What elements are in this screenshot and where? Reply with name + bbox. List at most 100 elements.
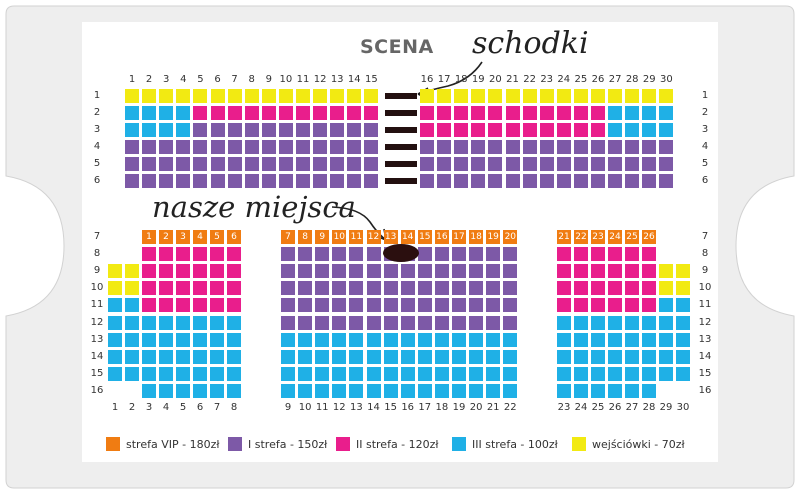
seat-row-11[interactable]	[452, 298, 466, 313]
seat-row-15[interactable]	[659, 366, 673, 381]
seat-row-9[interactable]	[417, 264, 432, 279]
seat-row-8[interactable]	[642, 247, 656, 262]
vip-seat[interactable]: 5	[210, 230, 224, 244]
seat-row-8[interactable]	[503, 247, 518, 262]
seat-row-15[interactable]	[400, 366, 415, 381]
seat-row-10[interactable]	[349, 281, 364, 296]
seat-row-14[interactable]	[434, 349, 449, 364]
seat-row-6[interactable]	[539, 174, 554, 188]
seat-row-2[interactable]	[556, 106, 571, 120]
seat-row-5[interactable]	[278, 157, 293, 171]
seat-row-15[interactable]	[469, 366, 484, 381]
seat-row-1[interactable]	[505, 89, 520, 103]
seat-row-5[interactable]	[437, 157, 452, 171]
seat-row-4[interactable]	[625, 140, 640, 154]
seat-row-6[interactable]	[261, 174, 276, 188]
seat-row-4[interactable]	[176, 140, 191, 154]
seat-row-6[interactable]	[625, 174, 640, 188]
seat-row-12[interactable]	[486, 315, 501, 330]
seat-row-13[interactable]	[125, 332, 139, 347]
seat-row-2[interactable]	[539, 106, 554, 120]
seat-row-15[interactable]	[315, 366, 330, 381]
seat-row-10[interactable]	[193, 281, 207, 296]
seat-row-2[interactable]	[454, 106, 469, 120]
seat-row-13[interactable]	[142, 332, 156, 347]
seat-row-12[interactable]	[349, 315, 364, 330]
seat-row-1[interactable]	[125, 89, 139, 103]
seat-row-13[interactable]	[503, 332, 518, 347]
seat-row-3[interactable]	[364, 123, 379, 137]
seat-row-14[interactable]	[676, 349, 690, 364]
seat-row-2[interactable]	[471, 106, 486, 120]
seat-row-3[interactable]	[556, 123, 571, 137]
seat-row-2[interactable]	[347, 106, 362, 120]
seat-row-13[interactable]	[176, 332, 190, 347]
seat-row-15[interactable]	[642, 366, 656, 381]
seat-row-4[interactable]	[437, 140, 452, 154]
seat-row-2[interactable]	[330, 106, 345, 120]
seat-row-1[interactable]	[227, 89, 242, 103]
seat-row-12[interactable]	[315, 315, 330, 330]
seat-row-5[interactable]	[296, 157, 310, 171]
vip-seat[interactable]: 16	[434, 230, 449, 244]
seat-row-14[interactable]	[176, 349, 190, 364]
seat-row-10[interactable]	[574, 281, 588, 296]
seat-row-5[interactable]	[488, 157, 503, 171]
seat-row-14[interactable]	[142, 349, 156, 364]
seat-row-16[interactable]	[227, 383, 241, 398]
seat-row-1[interactable]	[573, 89, 588, 103]
seat-row-16[interactable]	[366, 383, 381, 398]
seat-row-3[interactable]	[176, 123, 191, 137]
seat-row-12[interactable]	[176, 315, 190, 330]
seat-row-3[interactable]	[437, 123, 452, 137]
seat-row-11[interactable]	[315, 298, 330, 313]
seat-row-2[interactable]	[142, 106, 157, 120]
seat-row-5[interactable]	[347, 157, 362, 171]
seat-row-6[interactable]	[556, 174, 571, 188]
seat-row-1[interactable]	[261, 89, 276, 103]
seat-row-11[interactable]	[434, 298, 449, 313]
seat-row-1[interactable]	[159, 89, 174, 103]
seat-row-12[interactable]	[366, 315, 381, 330]
seat-row-1[interactable]	[313, 89, 328, 103]
seat-row-10[interactable]	[366, 281, 381, 296]
seat-row-6[interactable]	[591, 174, 605, 188]
vip-seat[interactable]: 2	[159, 230, 173, 244]
seat-row-15[interactable]	[676, 366, 690, 381]
seat-row-15[interactable]	[332, 366, 347, 381]
seat-row-10[interactable]	[298, 281, 313, 296]
seat-row-16[interactable]	[400, 383, 415, 398]
vip-seat[interactable]: 20	[503, 230, 518, 244]
seat-row-8[interactable]	[193, 247, 207, 262]
seat-row-9[interactable]	[159, 264, 173, 279]
seat-row-6[interactable]	[193, 174, 208, 188]
seat-row-11[interactable]	[557, 298, 571, 313]
seat-row-3[interactable]	[227, 123, 242, 137]
seat-row-9[interactable]	[349, 264, 364, 279]
vip-seat[interactable]: 13	[383, 230, 398, 244]
seat-row-12[interactable]	[298, 315, 313, 330]
seat-row-8[interactable]	[176, 247, 190, 262]
seat-row-9[interactable]	[574, 264, 588, 279]
seat-row-2[interactable]	[313, 106, 328, 120]
seat-row-15[interactable]	[625, 366, 639, 381]
seat-row-11[interactable]	[659, 298, 673, 313]
seat-row-12[interactable]	[591, 315, 605, 330]
seat-row-13[interactable]	[486, 332, 501, 347]
seat-row-13[interactable]	[159, 332, 173, 347]
seat-row-9[interactable]	[383, 264, 398, 279]
seat-row-4[interactable]	[591, 140, 605, 154]
seat-row-8[interactable]	[608, 247, 622, 262]
seat-row-5[interactable]	[125, 157, 139, 171]
seat-row-14[interactable]	[159, 349, 173, 364]
seat-row-10[interactable]	[383, 281, 398, 296]
seat-row-14[interactable]	[642, 349, 656, 364]
seat-row-13[interactable]	[281, 332, 295, 347]
seat-row-13[interactable]	[557, 332, 571, 347]
seat-row-5[interactable]	[313, 157, 328, 171]
seat-row-15[interactable]	[557, 366, 571, 381]
seat-row-6[interactable]	[176, 174, 191, 188]
seat-row-11[interactable]	[608, 298, 622, 313]
seat-row-13[interactable]	[676, 332, 690, 347]
seat-row-4[interactable]	[261, 140, 276, 154]
